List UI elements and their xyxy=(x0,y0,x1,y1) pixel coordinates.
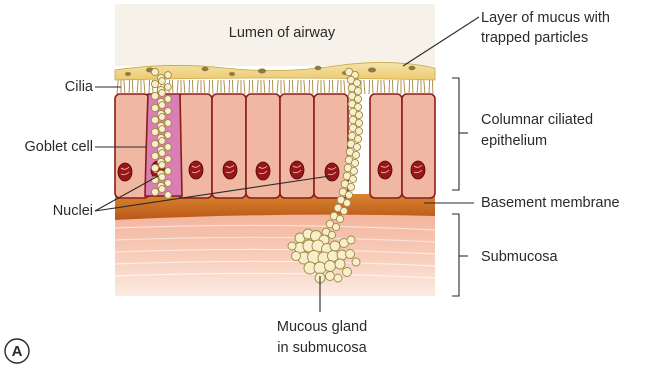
goblet-cell-label: Goblet cell xyxy=(24,139,93,155)
basement-membrane-label: Basement membrane xyxy=(481,195,620,211)
submucosa-label: Submucosa xyxy=(481,249,559,265)
gland-label-line2: in submucosa xyxy=(277,340,367,356)
cilia-label: Cilia xyxy=(65,79,94,95)
nuclei-label: Nuclei xyxy=(53,203,93,219)
panel-badge: A xyxy=(5,339,29,363)
panel-badge-letter: A xyxy=(12,343,23,360)
submucosa-bracket xyxy=(452,214,459,296)
mucus-label-line2: trapped particles xyxy=(481,30,588,46)
epithelium-label-line1: Columnar ciliated xyxy=(481,112,593,128)
mucus-label-line1: Layer of mucus with xyxy=(481,10,610,26)
submucosa-layer xyxy=(115,214,435,296)
epithelium-label-line2: epithelium xyxy=(481,133,547,149)
gland-label-line1: Mucous gland xyxy=(277,319,367,335)
lumen-label: Lumen of airway xyxy=(229,25,336,41)
epithelium-bracket xyxy=(452,78,459,190)
epithelial-cells xyxy=(115,94,435,198)
